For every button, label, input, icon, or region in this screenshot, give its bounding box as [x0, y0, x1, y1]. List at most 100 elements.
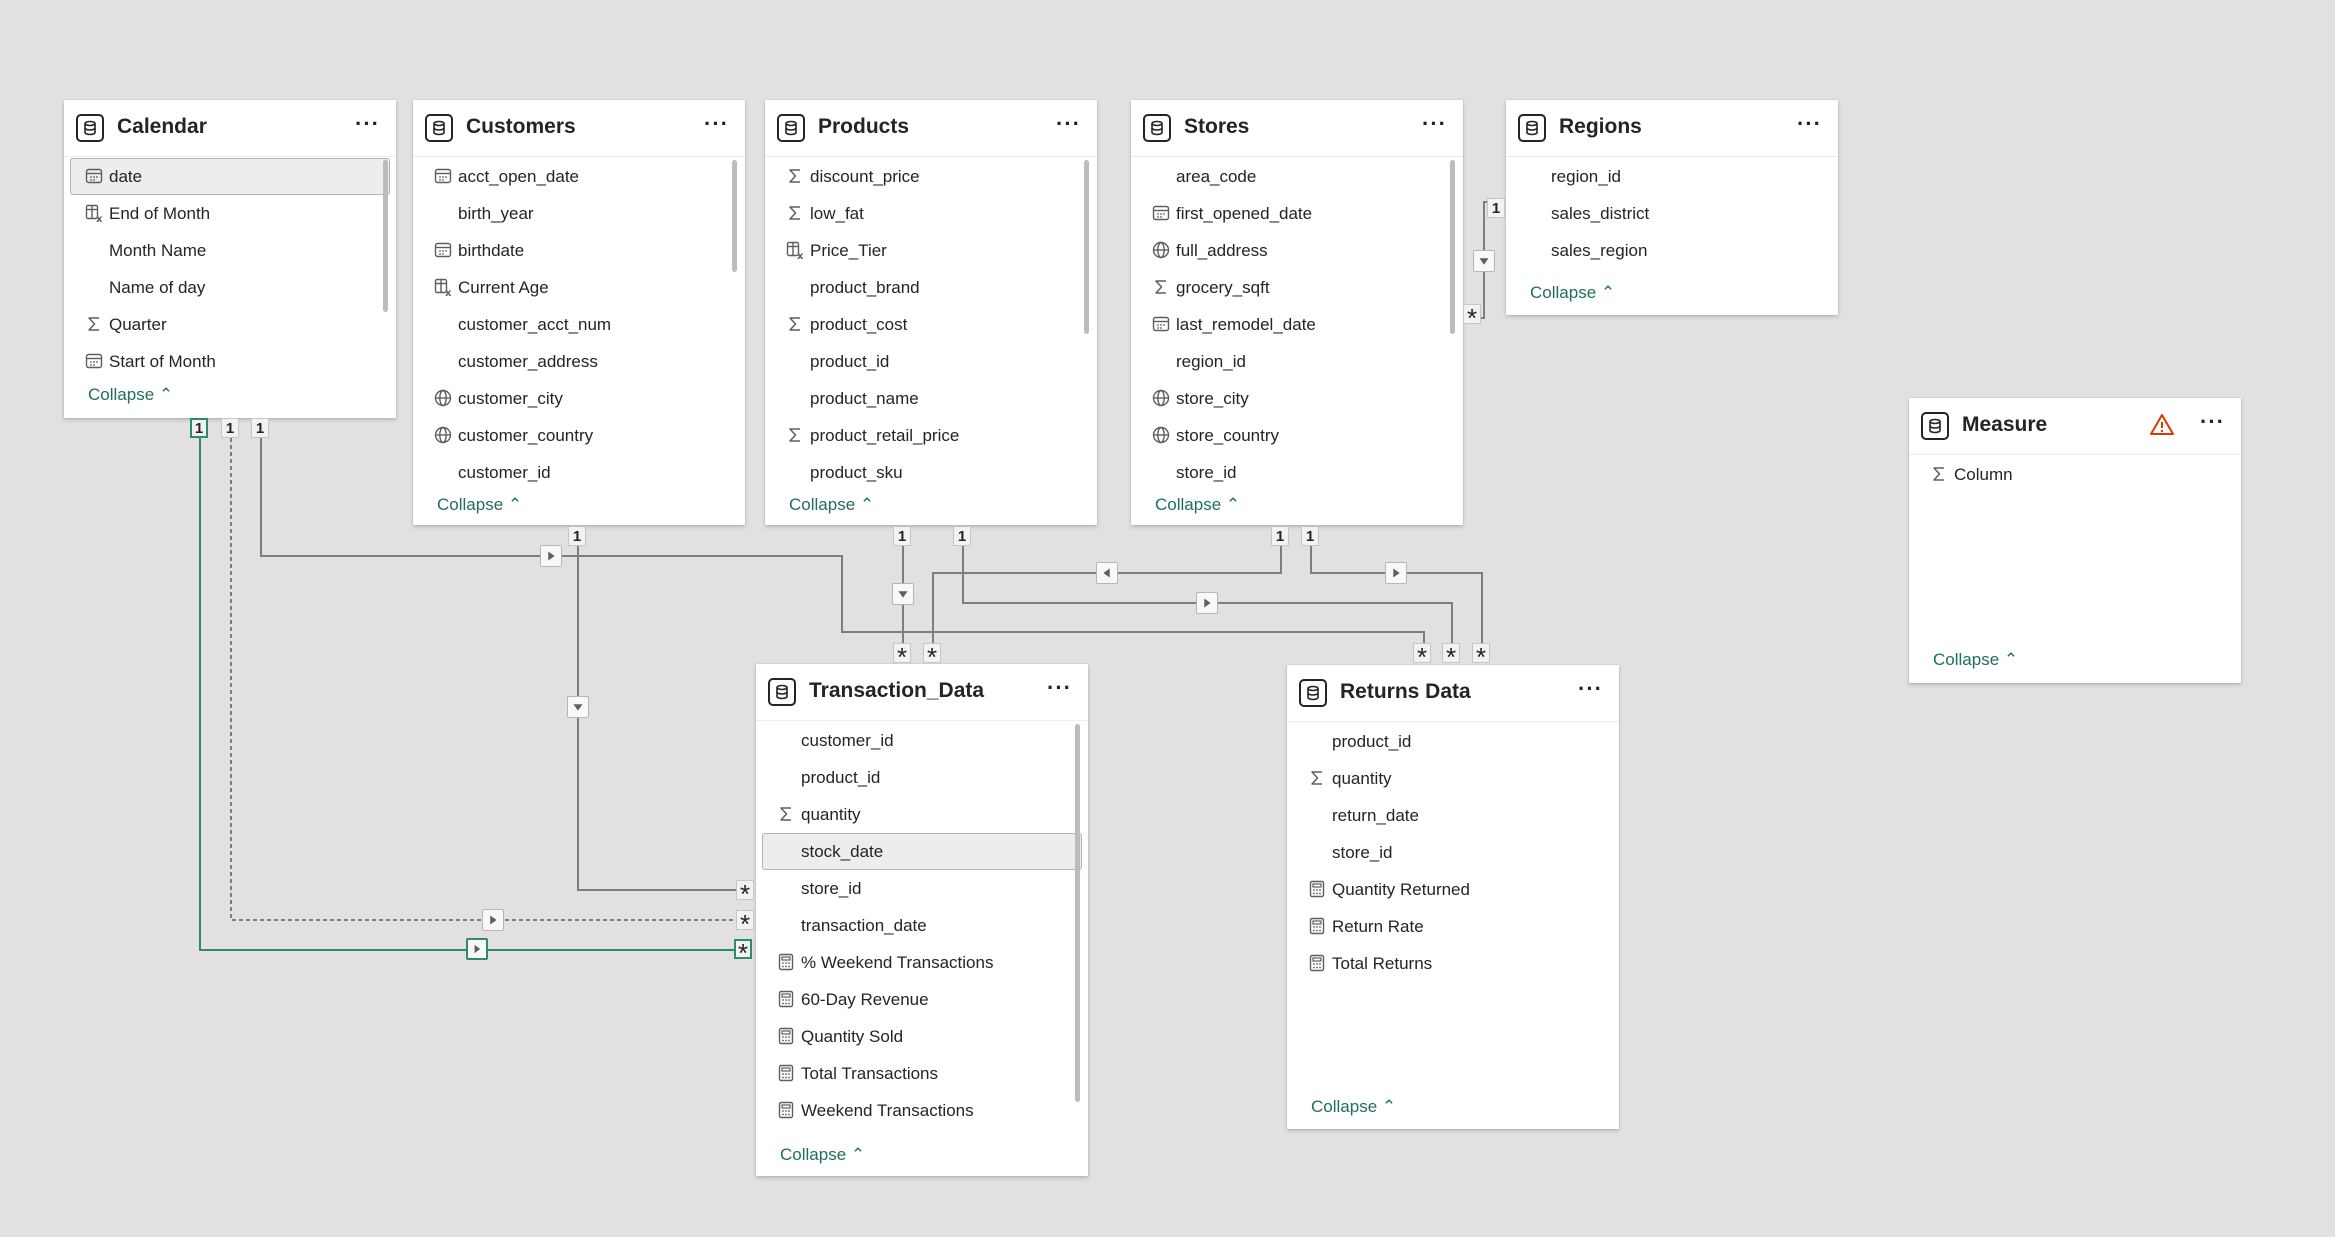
cardinality-one[interactable]: 1: [1487, 198, 1505, 218]
collapse-button[interactable]: Collapse ⌃: [1530, 283, 1615, 303]
field-row[interactable]: x Current Age: [413, 269, 745, 306]
table-card-products[interactable]: Products ··· discount_price low_fat x Pr…: [765, 100, 1097, 525]
more-options-icon[interactable]: ···: [1422, 111, 1447, 136]
field-row[interactable]: store_city: [1131, 380, 1463, 417]
field-row[interactable]: customer_city: [413, 380, 745, 417]
filter-direction-down-icon[interactable]: [1473, 250, 1495, 272]
field-row[interactable]: Weekend Transactions: [756, 1092, 1088, 1129]
field-row[interactable]: Quantity Returned: [1287, 871, 1619, 908]
filter-direction-left-icon[interactable]: [1096, 562, 1118, 584]
filter-direction-down-icon[interactable]: [892, 583, 914, 605]
more-options-icon[interactable]: ···: [1578, 676, 1603, 701]
field-row[interactable]: 60-Day Revenue: [756, 981, 1088, 1018]
field-row[interactable]: x Price_Tier: [765, 232, 1097, 269]
field-row[interactable]: customer_acct_num: [413, 306, 745, 343]
field-row[interactable]: sales_district: [1506, 195, 1838, 232]
field-row[interactable]: product_cost: [765, 306, 1097, 343]
collapse-button[interactable]: Collapse ⌃: [437, 495, 522, 515]
table-card-transaction-data[interactable]: Transaction_Data ··· customer_id product…: [756, 664, 1088, 1176]
field-row[interactable]: Total Returns: [1287, 945, 1619, 982]
field-row[interactable]: discount_price: [765, 158, 1097, 195]
filter-direction-right-icon[interactable]: [1196, 592, 1218, 614]
cardinality-many[interactable]: *: [1442, 643, 1460, 670]
card-header[interactable]: Stores ···: [1131, 100, 1463, 157]
field-row[interactable]: customer_country: [413, 417, 745, 454]
field-row[interactable]: customer_id: [756, 722, 1088, 759]
field-row[interactable]: full_address: [1131, 232, 1463, 269]
field-row[interactable]: customer_id: [413, 454, 745, 491]
scrollbar[interactable]: [1075, 724, 1080, 1102]
cardinality-one[interactable]: 1: [251, 418, 269, 438]
card-header[interactable]: Measure ···: [1909, 398, 2241, 455]
table-card-customers[interactable]: Customers ··· acct_open_date birth_year …: [413, 100, 745, 525]
cardinality-many[interactable]: *: [1472, 643, 1490, 670]
field-row[interactable]: product_name: [765, 380, 1097, 417]
field-row[interactable]: grocery_sqft: [1131, 269, 1463, 306]
warning-icon[interactable]: [2149, 412, 2175, 438]
scrollbar[interactable]: [1084, 160, 1089, 334]
collapse-button[interactable]: Collapse ⌃: [1311, 1097, 1396, 1117]
more-options-icon[interactable]: ···: [355, 111, 380, 136]
cardinality-one[interactable]: 1: [568, 526, 586, 546]
collapse-button[interactable]: Collapse ⌃: [780, 1145, 865, 1165]
collapse-button[interactable]: Collapse ⌃: [1155, 495, 1240, 515]
field-row[interactable]: Month Name: [64, 232, 396, 269]
collapse-button[interactable]: Collapse ⌃: [789, 495, 874, 515]
cardinality-many[interactable]: *: [923, 643, 941, 670]
card-header[interactable]: Products ···: [765, 100, 1097, 157]
field-row[interactable]: customer_address: [413, 343, 745, 380]
more-options-icon[interactable]: ···: [704, 111, 729, 136]
field-row[interactable]: Quantity Sold: [756, 1018, 1088, 1055]
field-row[interactable]: product_brand: [765, 269, 1097, 306]
field-row[interactable]: Quarter: [64, 306, 396, 343]
cardinality-many[interactable]: *: [893, 643, 911, 670]
field-row[interactable]: % Weekend Transactions: [756, 944, 1088, 981]
collapse-button[interactable]: Collapse ⌃: [1933, 650, 2018, 670]
more-options-icon[interactable]: ···: [1056, 111, 1081, 136]
field-row-selected[interactable]: date: [70, 158, 390, 195]
field-row[interactable]: acct_open_date: [413, 158, 745, 195]
field-row[interactable]: x End of Month: [64, 195, 396, 232]
cardinality-one[interactable]: 1: [1271, 526, 1289, 546]
table-card-stores[interactable]: Stores ··· area_code first_opened_date f…: [1131, 100, 1463, 525]
scrollbar[interactable]: [1450, 160, 1455, 334]
field-row[interactable]: product_id: [1287, 723, 1619, 760]
field-row[interactable]: Name of day: [64, 269, 396, 306]
field-row[interactable]: last_remodel_date: [1131, 306, 1463, 343]
field-row[interactable]: product_retail_price: [765, 417, 1097, 454]
field-row[interactable]: store_country: [1131, 417, 1463, 454]
field-row[interactable]: product_id: [756, 759, 1088, 796]
field-row[interactable]: low_fat: [765, 195, 1097, 232]
card-header[interactable]: Customers ···: [413, 100, 745, 157]
scrollbar[interactable]: [732, 160, 737, 272]
field-row[interactable]: store_id: [1287, 834, 1619, 871]
field-row[interactable]: birthdate: [413, 232, 745, 269]
field-row-selected[interactable]: stock_date: [762, 833, 1082, 870]
cardinality-one[interactable]: 1: [893, 526, 911, 546]
cardinality-one[interactable]: 1: [221, 418, 239, 438]
card-header[interactable]: Transaction_Data ···: [756, 664, 1088, 721]
field-row[interactable]: area_code: [1131, 158, 1463, 195]
filter-direction-right-icon[interactable]: [540, 545, 562, 567]
field-row[interactable]: store_id: [756, 870, 1088, 907]
field-row[interactable]: transaction_date: [756, 907, 1088, 944]
field-row[interactable]: product_id: [765, 343, 1097, 380]
cardinality-many[interactable]: *: [736, 910, 754, 937]
field-row[interactable]: first_opened_date: [1131, 195, 1463, 232]
field-row[interactable]: Return Rate: [1287, 908, 1619, 945]
field-row[interactable]: region_id: [1506, 158, 1838, 195]
cardinality-one[interactable]: 1: [1301, 526, 1319, 546]
table-card-regions[interactable]: Regions ··· region_id sales_district sal…: [1506, 100, 1838, 315]
card-header[interactable]: Calendar ···: [64, 100, 396, 157]
field-row[interactable]: sales_region: [1506, 232, 1838, 269]
card-header[interactable]: Returns Data ···: [1287, 665, 1619, 722]
more-options-icon[interactable]: ···: [2200, 409, 2225, 434]
more-options-icon[interactable]: ···: [1797, 111, 1822, 136]
field-row[interactable]: store_id: [1131, 454, 1463, 491]
field-row[interactable]: return_date: [1287, 797, 1619, 834]
table-card-returns-data[interactable]: Returns Data ··· product_id quantity ret…: [1287, 665, 1619, 1129]
field-row[interactable]: quantity: [1287, 760, 1619, 797]
field-row[interactable]: Start of Month: [64, 343, 396, 380]
filter-direction-down-icon[interactable]: [567, 696, 589, 718]
